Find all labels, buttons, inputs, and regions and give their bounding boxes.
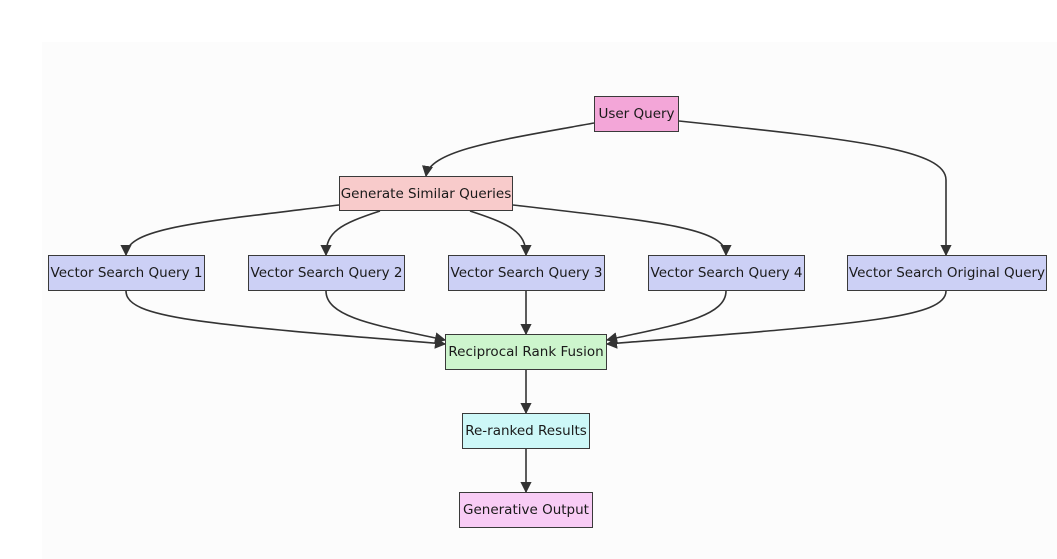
node-generative-output: Generative Output bbox=[459, 492, 593, 528]
node-vector-search-original-query: Vector Search Original Query bbox=[847, 255, 1047, 291]
edge-user-query-to-vector-search-original bbox=[678, 120, 952, 257]
edge-generate-similar-to-vector-search-1 bbox=[120, 204, 340, 257]
edge-vector-search-4-to-rrf bbox=[605, 290, 727, 344]
edge-vector-search-2-to-rrf bbox=[325, 290, 447, 344]
node-reranked-results: Re-ranked Results bbox=[462, 413, 590, 449]
edge-generate-similar-to-vector-search-2 bbox=[320, 210, 381, 257]
node-vector-search-query-3: Vector Search Query 3 bbox=[448, 255, 605, 291]
node-generate-similar-queries: Generate Similar Queries bbox=[339, 176, 513, 211]
edge-vector-search-1-to-rrf bbox=[125, 290, 447, 349]
node-reciprocal-rank-fusion: Reciprocal Rank Fusion bbox=[445, 334, 607, 370]
node-vector-search-query-2: Vector Search Query 2 bbox=[248, 255, 405, 291]
node-user-query: User Query bbox=[594, 96, 679, 132]
node-vector-search-query-1: Vector Search Query 1 bbox=[48, 255, 205, 291]
edge-generate-similar-to-vector-search-3 bbox=[469, 210, 532, 257]
edge-generate-similar-to-vector-search-4 bbox=[512, 204, 732, 257]
node-vector-search-query-4: Vector Search Query 4 bbox=[648, 255, 805, 291]
edge-vector-search-original-to-rrf bbox=[605, 290, 947, 349]
edge-user-query-to-generate-similar bbox=[422, 122, 595, 178]
diagram-canvas bbox=[42, 42, 1057, 559]
